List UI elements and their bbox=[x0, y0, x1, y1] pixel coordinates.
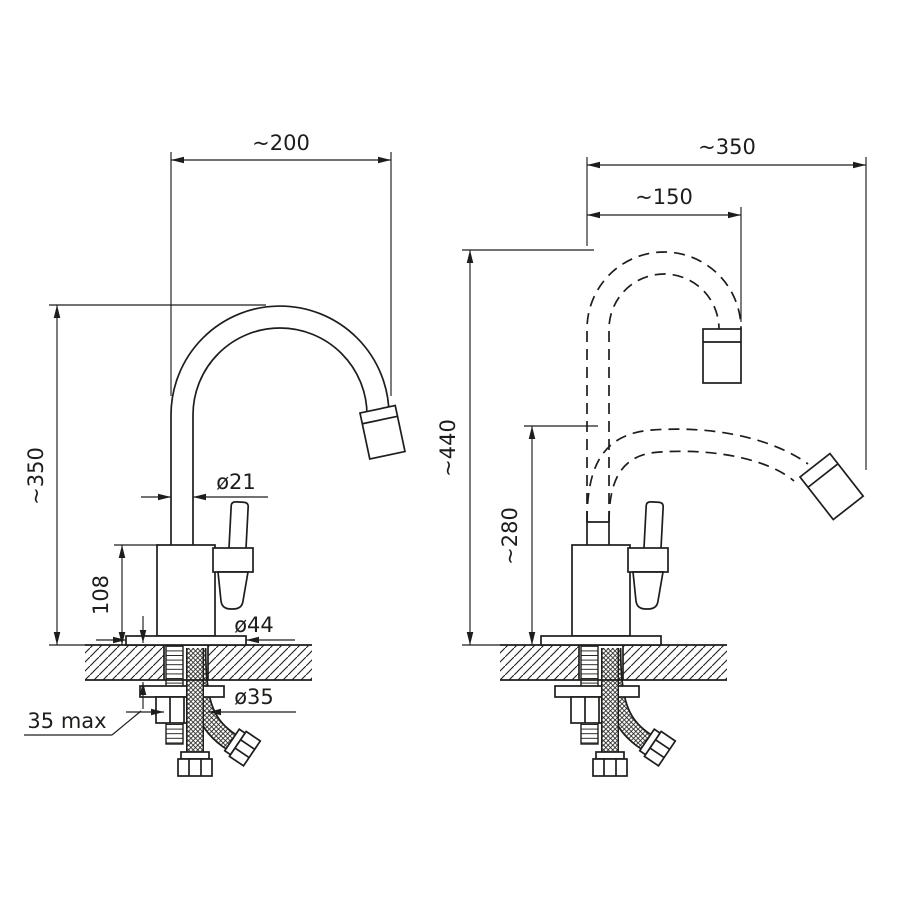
nut-facet-line bbox=[240, 739, 256, 750]
left-view-spout bbox=[170, 305, 406, 545]
right-view-flexible-spout bbox=[586, 251, 865, 545]
under-counter-assembly bbox=[139, 645, 262, 777]
flex-hose-raised-inner bbox=[608, 273, 720, 522]
flex-hose-lowered-outer bbox=[586, 428, 809, 523]
dimension-label: ø44 bbox=[234, 613, 274, 637]
dimension-hole-diameter: ø35 bbox=[126, 685, 296, 716]
counter-hatch-right bbox=[208, 645, 312, 680]
dimension-width-left: ~200 bbox=[170, 131, 392, 396]
dimension-spout-diameter: ø21 bbox=[141, 470, 268, 501]
dimension-base-diameter: ø44 bbox=[96, 613, 295, 644]
flex-hose-raised-outer bbox=[586, 251, 742, 522]
dimension-label: ø35 bbox=[234, 685, 274, 709]
dimension-label: 35 max bbox=[27, 709, 106, 733]
fitting-nut bbox=[228, 730, 262, 768]
base-flange bbox=[125, 635, 247, 646]
fitting-collar bbox=[180, 751, 210, 760]
dimension-width-right: ~350 bbox=[586, 135, 867, 470]
dimension-width-right-inner: ~150 bbox=[587, 185, 742, 322]
faucet-base-unit bbox=[85, 501, 312, 777]
handle-hub bbox=[212, 547, 254, 573]
aerator-body bbox=[798, 452, 865, 521]
mounting-washer bbox=[139, 685, 225, 698]
faucet-body bbox=[125, 501, 254, 646]
body-housing bbox=[156, 544, 216, 637]
hose-fitting-straight bbox=[177, 751, 213, 777]
dimension-label: ~280 bbox=[498, 507, 522, 565]
aerator-raised-position bbox=[702, 328, 742, 384]
handle-lever bbox=[228, 501, 250, 549]
hose-fitting-angled bbox=[223, 728, 262, 768]
dimension-label: ~200 bbox=[252, 131, 310, 155]
gooseneck-outer-curve bbox=[170, 305, 390, 416]
dimension-label: ~350 bbox=[698, 135, 756, 159]
handle-socket bbox=[217, 571, 250, 610]
spout-aerator-tip bbox=[358, 404, 406, 460]
dimension-height-left: ~350 bbox=[24, 304, 266, 646]
gooseneck-inner-curve bbox=[192, 327, 368, 416]
fitting-nut bbox=[177, 758, 213, 777]
counter-section bbox=[85, 644, 312, 681]
aerator-band-line bbox=[362, 415, 398, 425]
faucet-base-unit-right bbox=[500, 502, 727, 776]
dimension-counter-thickness: 35 max bbox=[24, 616, 147, 736]
aerator-lowered-position bbox=[798, 452, 865, 521]
aerator-body bbox=[358, 404, 406, 460]
flex-hose-lowered-inner bbox=[608, 450, 795, 523]
dimension-height-right: ~440 bbox=[436, 249, 594, 646]
dimension-label: ø21 bbox=[216, 470, 256, 494]
aerator-body bbox=[702, 328, 742, 384]
counter-hatch-left bbox=[85, 645, 164, 680]
dimension-label: ~350 bbox=[24, 447, 48, 505]
dimension-label: ~440 bbox=[436, 419, 460, 477]
dimension-body-height: 108 bbox=[89, 544, 159, 645]
nut-facet-line bbox=[234, 747, 250, 759]
dimension-height-right-inner: ~280 bbox=[498, 425, 598, 645]
dimension-label: 108 bbox=[89, 575, 113, 615]
aerator-band-line bbox=[807, 463, 839, 488]
dimension-label: ~150 bbox=[635, 185, 693, 209]
leader-line bbox=[111, 710, 142, 736]
